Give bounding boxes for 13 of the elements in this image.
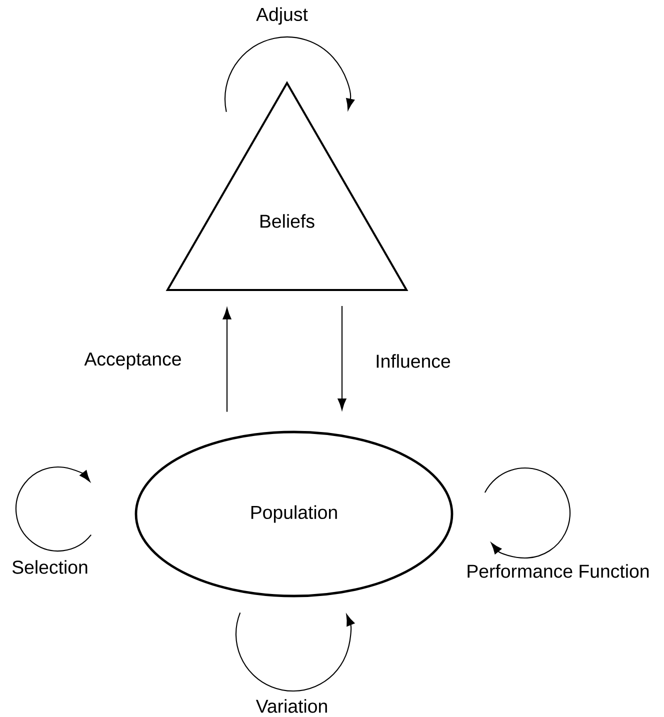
arrow [16, 466, 92, 552]
edge-label: Influence [376, 354, 450, 368]
arrow [235, 612, 355, 692]
edge-label: Adjust [256, 7, 308, 25]
arrow [484, 468, 570, 559]
edge-label: Variation [256, 699, 327, 713]
arrow [224, 36, 355, 112]
edge-label: Acceptance [84, 352, 181, 370]
ellipse-node: Population [134, 430, 454, 598]
arrow [222, 308, 232, 412]
edge-label: Selection [12, 560, 88, 574]
edge-label: Performance Function [468, 564, 649, 578]
arrow [338, 306, 346, 410]
